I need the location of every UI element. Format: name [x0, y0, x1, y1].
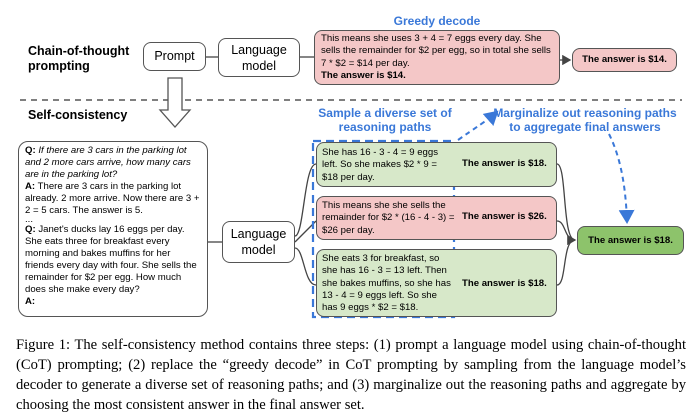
greedy-output-text: This means she uses 3 + 4 = 7 eggs every… [321, 33, 551, 69]
path-1-text: She has 16 - 3 - 4 = 9 eggs left. So she… [322, 147, 439, 183]
down-arrow-icon [158, 77, 192, 128]
cot-final-answer-box: The answer is $14. [572, 48, 677, 72]
prompt-q2-label: Q: [25, 224, 36, 236]
prompt-q1-text: If there are 3 cars in the parking lot a… [25, 145, 191, 180]
cot-prompt-label: Prompt [154, 49, 195, 63]
caption-label: Figure 1: [16, 337, 71, 353]
sample-label-line2: reasoning paths [338, 120, 432, 134]
sc-language-model-box: Language model [222, 221, 295, 263]
cot-title: Chain-of-thought prompting [28, 44, 129, 74]
marginalize-arrow-down [608, 133, 635, 224]
prompt-ellipsis: ... [25, 214, 33, 226]
prompt-q1: Q: If there are 3 cars in the parking lo… [25, 145, 201, 181]
sample-label: Sample a diverse set of reasoning paths [300, 106, 470, 134]
cot-language-model-box: Language model [218, 38, 300, 77]
greedy-output-box: This means she uses 3 + 4 = 7 eggs every… [314, 30, 560, 85]
caption-text: The self-consistency method contains thr… [16, 337, 687, 413]
lm-to-path3-line [294, 247, 317, 286]
cot-prompt-box: Prompt [143, 42, 206, 71]
figure-caption: Figure 1: The self-consistency method co… [16, 335, 686, 415]
sc-final-answer-box: The answer is $18. [577, 226, 684, 255]
reasoning-path-3: She eats 3 for breakfast, so she has 16 … [316, 249, 557, 317]
prompt-a1-text: There are 3 cars in the parking lot alre… [25, 180, 200, 216]
prompt-a1: A: There are 3 cars in the parking lot a… [25, 181, 201, 217]
marginalize-arrow-up [457, 110, 499, 141]
prompt-a2-label: A: [25, 295, 36, 307]
prompt-q1-label: Q: [25, 145, 36, 156]
marginalize-label-line1: Marginalize out reasoning paths [493, 106, 677, 120]
reasoning-path-2: This means she she sells the remainder f… [316, 196, 557, 240]
prompt-q2: Q: Janet's ducks lay 16 eggs per day. Sh… [25, 224, 201, 295]
path-2-text: This means she she sells the remainder f… [322, 200, 455, 236]
marginalize-label: Marginalize out reasoning paths to aggre… [475, 106, 695, 134]
greedy-decode-label: Greedy decode [393, 14, 481, 28]
sc-prompt-box: Q: If there are 3 cars in the parking lo… [18, 141, 208, 317]
path-3-answer: The answer is $18. [462, 278, 547, 289]
cot-title-line1: Chain-of-thought [28, 44, 130, 58]
sc-lm-line1: Language [230, 227, 287, 241]
lm-to-path1-line [294, 163, 317, 237]
sc-title: Self-consistency [28, 108, 128, 122]
cot-lm-line1: Language [231, 43, 287, 57]
cot-final-answer-text: The answer is $14. [582, 54, 667, 65]
sc-lm-line2: model [241, 243, 276, 257]
path1-to-final-arrow [556, 163, 577, 246]
path2-to-final-line [556, 220, 576, 241]
cot-lm-line2: model [241, 59, 277, 73]
path-2-answer: The answer is $26. [462, 211, 547, 222]
path-3-text: She eats 3 for breakfast, so she has 16 … [322, 253, 451, 314]
sample-label-line1: Sample a diverse set of [318, 106, 452, 120]
marginalize-label-line2: to aggregate final answers [509, 120, 661, 134]
prompt-a1-label: A: [25, 180, 36, 192]
greedy-output-answer: The answer is $14. [321, 69, 406, 81]
cot-title-line2: prompting [28, 59, 90, 73]
reasoning-path-1: She has 16 - 3 - 4 = 9 eggs left. So she… [316, 142, 557, 187]
sc-final-answer-text: The answer is $18. [588, 235, 673, 246]
path3-to-final-line [556, 239, 576, 286]
path-1-answer: The answer is $18. [462, 158, 547, 169]
prompt-q2-text: Janet's ducks lay 16 eggs per day. She e… [25, 224, 197, 295]
